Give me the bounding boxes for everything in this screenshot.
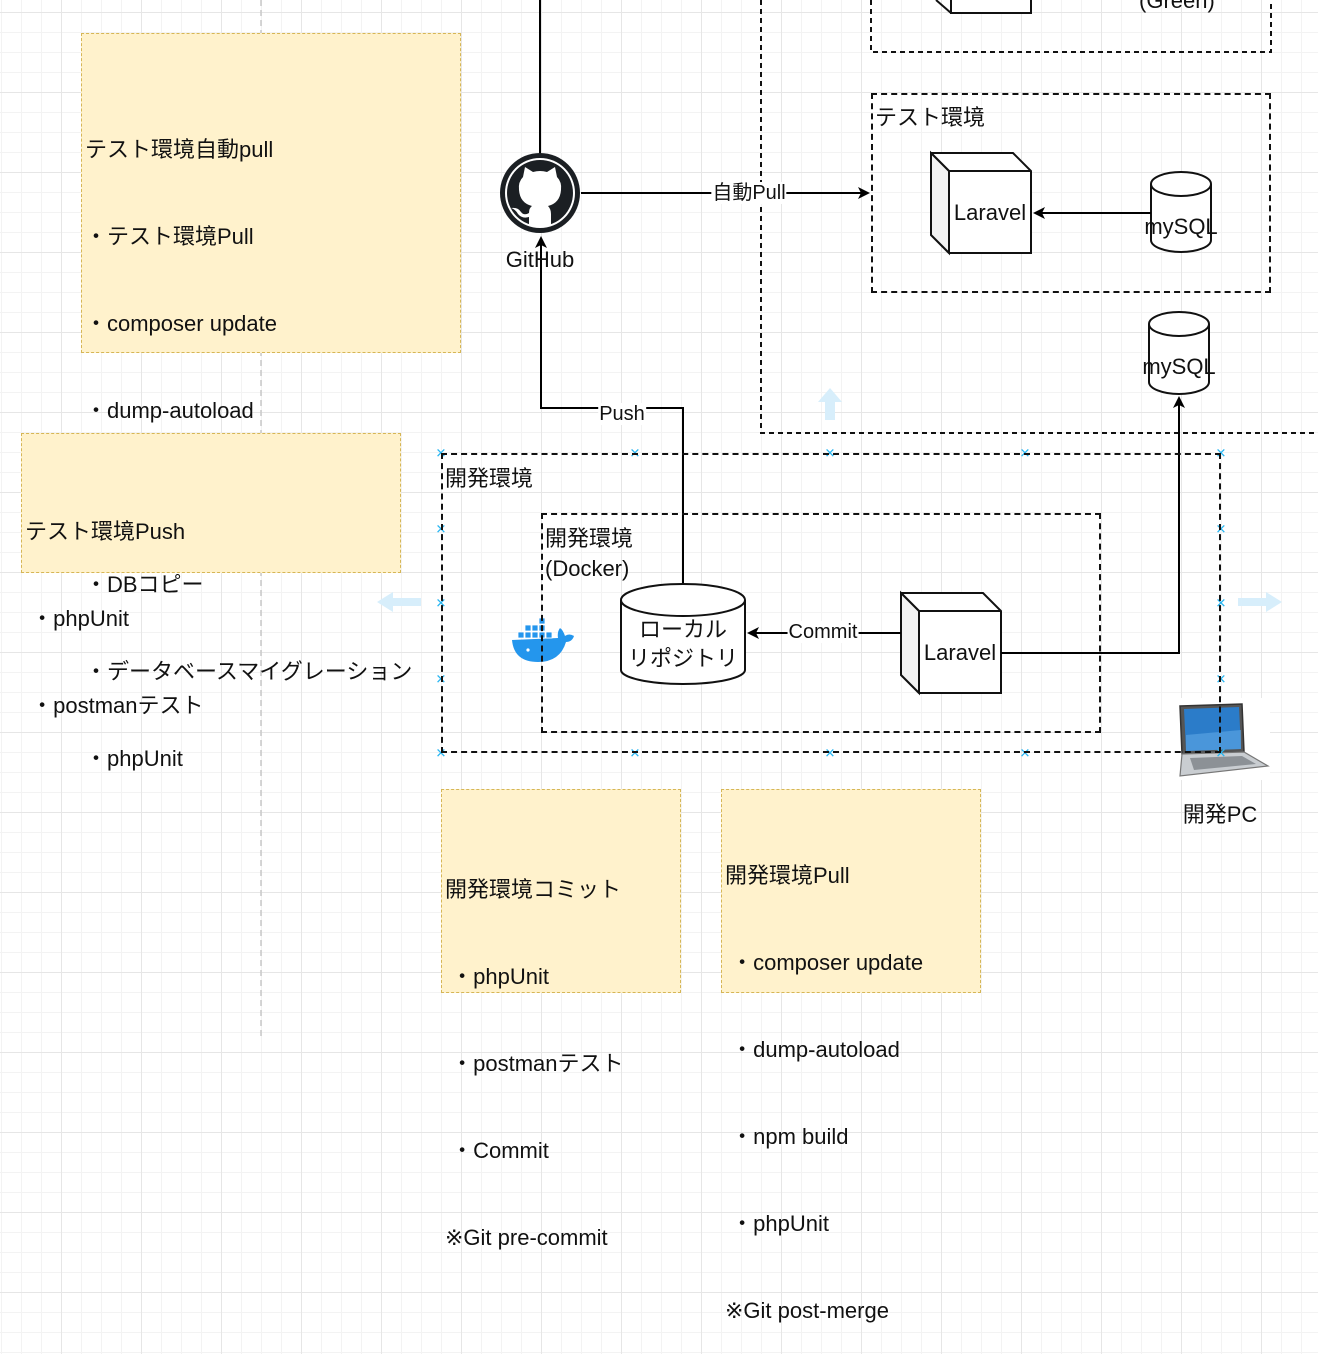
note-item: ・DBコピー (85, 572, 204, 597)
note-item: ・Commit (445, 1138, 549, 1163)
note-item: ・postmanテスト (445, 1051, 624, 1076)
dev-docker-box[interactable] (541, 513, 1101, 733)
note-item: ・dump-autoload (725, 1037, 900, 1062)
note-title: 開発環境Pull (725, 863, 850, 888)
note-item: ・postmanテスト (25, 693, 204, 718)
local-repo-label-line2[interactable]: リポジトリ (627, 646, 738, 671)
note-title: テスト環境Push (25, 519, 186, 544)
github-label[interactable]: GitHub (505, 247, 575, 272)
note-item: ※Git post-merge (725, 1298, 889, 1323)
hover-arrow-left (377, 592, 421, 612)
note-item: ・phpUnit (85, 746, 183, 771)
laravel-test-label[interactable]: Laravel (953, 200, 1027, 225)
mysql-main-label[interactable]: mySQL (1142, 354, 1216, 379)
note-item: ・テスト環境Pull (85, 224, 254, 249)
dev-env-label: 開発環境 (445, 466, 534, 491)
note-dev-pull[interactable]: 開発環境Pull ・composer update ・dump-autoload… (721, 789, 981, 1323)
local-repo-label-line1[interactable]: ローカル (638, 617, 727, 642)
note-dev-commit[interactable]: 開発環境コミット ・phpUnit ・postmanテスト ・Commit ※G… (441, 789, 681, 1250)
hover-arrow-right (1238, 592, 1282, 612)
dev-env-box[interactable] (441, 453, 1221, 753)
note-item: ・phpUnit (725, 1211, 829, 1236)
hover-arrow-up (818, 388, 842, 420)
production-container-border (760, 0, 1318, 434)
dev-docker-label-line1: 開発環境 (545, 526, 634, 551)
mysql-test-cylinder (1150, 171, 1212, 253)
mysql-test-label[interactable]: mySQL (1144, 214, 1218, 239)
note-item: ・dump-autoload (85, 398, 254, 423)
green-env-box (870, 0, 1272, 53)
edge-label-push[interactable]: Push (598, 403, 646, 425)
note-item: ・npm build (725, 1124, 849, 1149)
laravel-dev-cube (900, 590, 1002, 696)
edge-label-auto-pull[interactable]: 自動Pull (711, 182, 787, 204)
diagram-canvas (260, 0, 1318, 1040)
local-repo-cylinder (620, 583, 746, 685)
note-title: テスト環境自動pull (85, 137, 274, 162)
mysql-main-cylinder (1148, 311, 1210, 395)
test-env-box[interactable] (871, 93, 1271, 293)
note-item: ・データベースマイグレーション (85, 659, 413, 684)
laravel-dev-label[interactable]: Laravel (923, 640, 997, 665)
green-env-label: (Green) (1139, 0, 1215, 13)
note-test-push[interactable]: テスト環境Push ・phpUnit ・postmanテスト (21, 433, 401, 718)
edge-label-commit[interactable]: Commit (787, 621, 859, 643)
note-title: 開発環境コミット (445, 877, 622, 902)
note-item: ・composer update (85, 311, 277, 336)
github-icon (500, 153, 580, 233)
note-item: ・phpUnit (25, 606, 129, 631)
dev-pc-label[interactable]: 開発PC (1182, 802, 1258, 827)
note-item: ・phpUnit (445, 964, 549, 989)
test-env-label: テスト環境 (875, 105, 986, 130)
dev-docker-label-line2: (Docker) (545, 556, 630, 581)
green-laravel-cube (950, 0, 1032, 14)
note-item: ・composer update (725, 950, 924, 975)
edge-laravel-dev-to-mysql (1001, 396, 1185, 654)
laravel-test-cube (930, 150, 1032, 256)
note-test-auto-pull[interactable]: テスト環境自動pull ・テスト環境Pull ・composer update … (81, 33, 461, 771)
note-item: ※Git pre-commit (445, 1225, 608, 1250)
